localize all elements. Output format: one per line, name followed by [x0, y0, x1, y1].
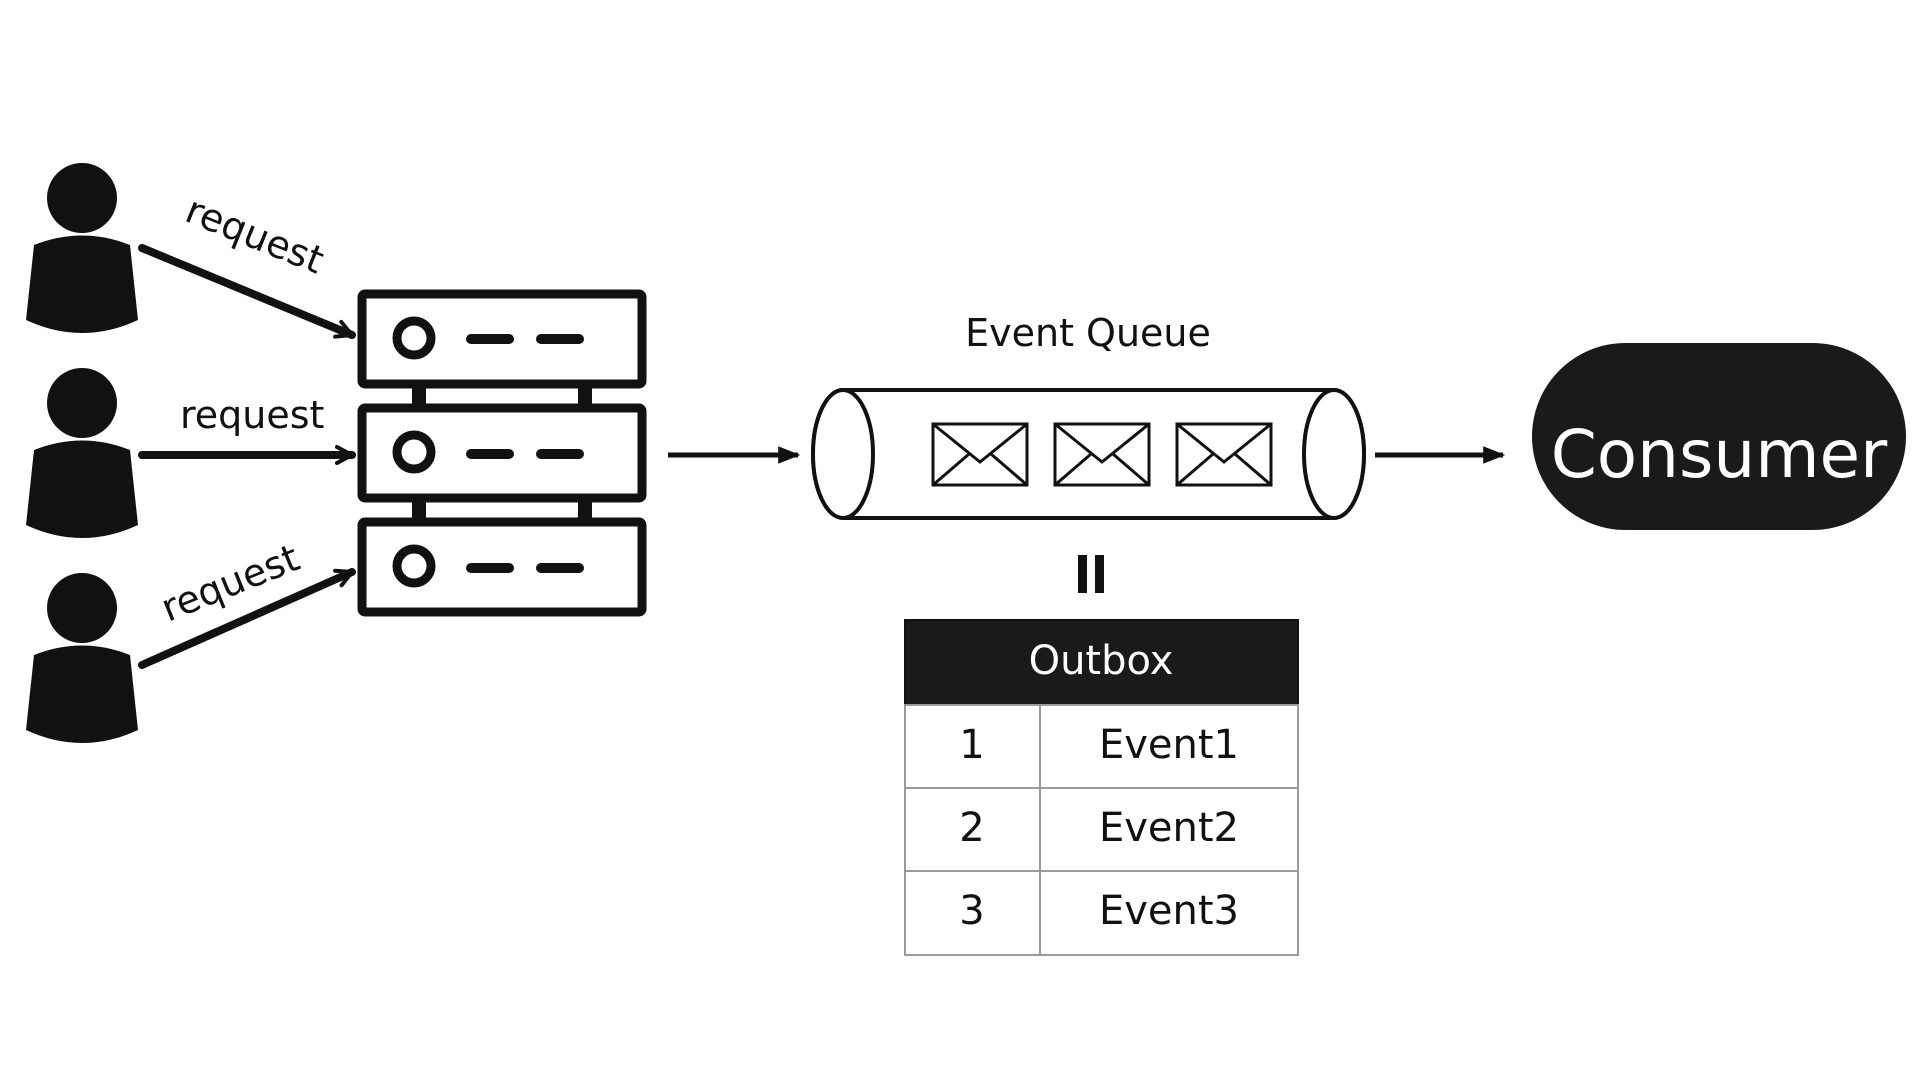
user-icon: [26, 163, 138, 333]
request-arrow: [138, 568, 356, 669]
consumer-label: Consumer: [1551, 416, 1888, 493]
outbox-id-cell: 2: [959, 805, 984, 851]
consumer-node: [1532, 343, 1906, 530]
outbox-event-cell: Event1: [1099, 722, 1239, 768]
event-queue-label: Event Queue: [965, 311, 1211, 355]
outbox-table: Outbox 1 Event1 2 Event2 3 Event3: [904, 619, 1299, 956]
envelope-icon: [931, 422, 1029, 487]
outbox-id-cell: 3: [959, 888, 984, 934]
outbox-id-cell: 1: [959, 722, 984, 768]
request-label: request: [180, 188, 330, 283]
request-arrow: [138, 244, 356, 339]
envelope-icon: [1175, 422, 1273, 487]
envelope-icon: [1053, 422, 1151, 487]
equals-sign: [1078, 555, 1104, 593]
user-icon: [26, 573, 138, 743]
user-icon: [26, 368, 138, 538]
request-label: request: [180, 393, 324, 437]
outbox-event-cell: Event2: [1099, 805, 1239, 851]
outbox-header-label: Outbox: [1029, 638, 1174, 684]
outbox-header: [904, 619, 1299, 706]
server-rack-icon: [357, 289, 647, 617]
request-label: request: [155, 535, 305, 630]
table-row: 1 Event1: [959, 722, 1239, 768]
table-row: 3 Event3: [959, 888, 1239, 934]
outbox-event-cell: Event3: [1099, 888, 1239, 934]
table-row: 2 Event2: [959, 805, 1239, 851]
